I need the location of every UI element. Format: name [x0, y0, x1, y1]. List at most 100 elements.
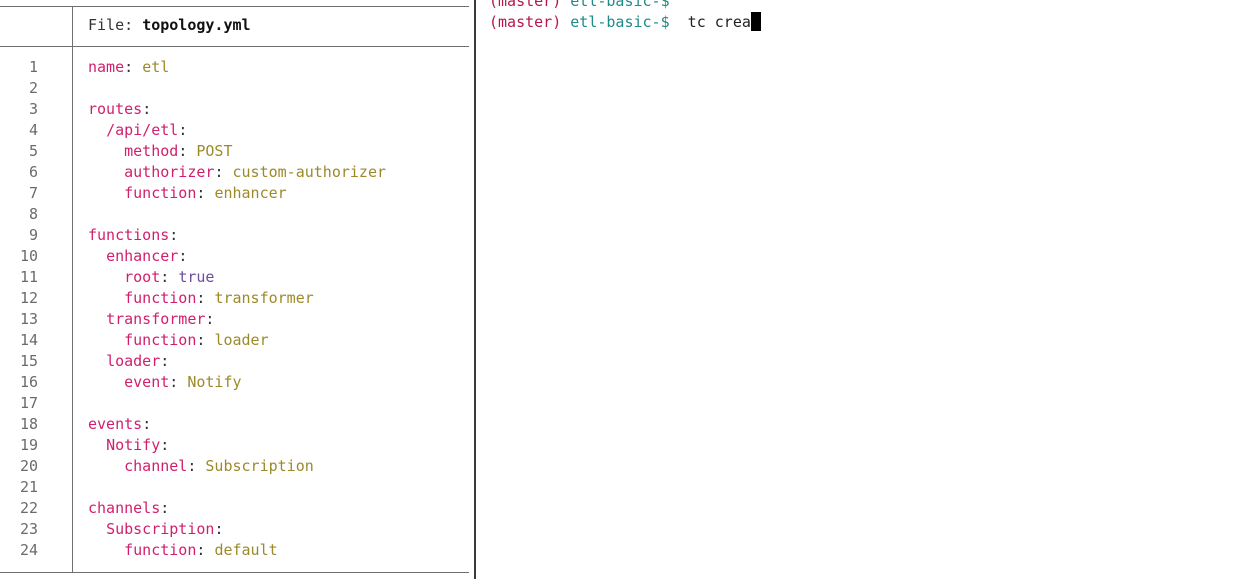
yaml-key: /api/etl — [106, 121, 179, 139]
code-line: Subscription: — [88, 519, 468, 540]
yaml-key: channel — [124, 457, 188, 475]
header-top-rule — [0, 6, 469, 7]
header-bottom-rule — [0, 46, 469, 47]
line-number: 17 — [19, 394, 38, 412]
code-line: /api/etl: — [88, 120, 468, 141]
code-line — [88, 204, 468, 225]
yaml-key: function — [124, 184, 197, 202]
code-line: channels: — [88, 498, 468, 519]
shell-prompt: etl-basic-$ — [570, 0, 670, 10]
code-line: event: Notify — [88, 372, 468, 393]
line-number: 7 — [28, 184, 38, 202]
yaml-colon: : — [169, 373, 179, 391]
code-line: root: true — [88, 267, 468, 288]
yaml-key: event — [124, 373, 170, 391]
code-line: events: — [88, 414, 468, 435]
line-number: 11 — [19, 268, 38, 286]
yaml-colon: : — [160, 436, 170, 454]
code-line: transformer: — [88, 309, 468, 330]
yaml-value: true — [178, 268, 215, 286]
code-line: function: enhancer — [88, 183, 468, 204]
yaml-key: method — [124, 142, 179, 160]
yaml-key: name — [88, 58, 125, 76]
yaml-value: Notify — [187, 373, 242, 391]
line-number: 5 — [28, 142, 38, 160]
yaml-value: POST — [196, 142, 233, 160]
yaml-key: Notify — [106, 436, 161, 454]
pane-divider[interactable] — [474, 0, 476, 579]
line-number: 15 — [19, 352, 38, 370]
shell-prompt: etl-basic-$ — [570, 13, 670, 31]
file-name: topology.yml — [142, 16, 251, 34]
yaml-key: transformer — [106, 310, 206, 328]
yaml-key: function — [124, 331, 197, 349]
gutter-divider — [72, 6, 73, 572]
line-number: 18 — [19, 415, 38, 433]
terminal-command: tc crea — [678, 13, 751, 31]
line-number: 10 — [19, 247, 38, 265]
code-line: channel: Subscription — [88, 456, 468, 477]
line-number: 22 — [19, 499, 38, 517]
yaml-colon: : — [214, 520, 224, 538]
code-line: Notify: — [88, 435, 468, 456]
yaml-key: functions — [88, 226, 170, 244]
terminal-cursor[interactable] — [750, 12, 761, 31]
yaml-colon: : — [196, 289, 206, 307]
yaml-key: Subscription — [106, 520, 215, 538]
line-number: 9 — [28, 226, 38, 244]
code-line: routes: — [88, 99, 468, 120]
yaml-colon: : — [178, 121, 188, 139]
yaml-key: loader — [106, 352, 161, 370]
yaml-colon: : — [160, 352, 170, 370]
terminal-line: (master) etl-basic-$ — [489, 0, 670, 12]
yaml-key: routes — [88, 100, 143, 118]
line-number: 4 — [28, 121, 38, 139]
footer-rule — [0, 572, 469, 573]
yaml-value: custom-authorizer — [232, 163, 387, 181]
yaml-key: authorizer — [124, 163, 215, 181]
yaml-colon: : — [196, 541, 206, 559]
terminal-pane[interactable]: (master) etl-basic-$(master) etl-basic-$… — [476, 0, 1237, 579]
code-line: loader: — [88, 351, 468, 372]
line-number: 19 — [19, 436, 38, 454]
yaml-colon: : — [169, 226, 179, 244]
code-line: functions: — [88, 225, 468, 246]
yaml-colon: : — [214, 163, 224, 181]
yaml-key: events — [88, 415, 143, 433]
line-number: 8 — [28, 205, 38, 223]
yaml-value: transformer — [214, 289, 314, 307]
yaml-colon: : — [160, 499, 170, 517]
yaml-colon: : — [160, 268, 170, 286]
line-number: 16 — [19, 373, 38, 391]
code-line: authorizer: custom-authorizer — [88, 162, 468, 183]
code-line: name: etl — [88, 57, 468, 78]
line-number: 6 — [28, 163, 38, 181]
yaml-colon: : — [142, 100, 152, 118]
yaml-value: etl — [142, 58, 170, 76]
yaml-colon: : — [142, 415, 152, 433]
code-line: function: transformer — [88, 288, 468, 309]
yaml-colon: : — [187, 457, 197, 475]
git-branch: (master) — [489, 13, 562, 31]
terminal-line: (master) etl-basic-$ tc crea — [489, 12, 761, 33]
git-branch: (master) — [489, 0, 562, 10]
file-header-label: File: — [88, 16, 134, 34]
yaml-value: enhancer — [214, 184, 287, 202]
line-number: 3 — [28, 100, 38, 118]
yaml-colon: : — [196, 184, 206, 202]
line-number: 21 — [19, 478, 38, 496]
code-line — [88, 78, 468, 99]
yaml-colon: : — [196, 331, 206, 349]
line-number: 2 — [28, 79, 38, 97]
yaml-key: function — [124, 289, 197, 307]
code-line: function: loader — [88, 330, 468, 351]
line-number: 20 — [19, 457, 38, 475]
code-line — [88, 393, 468, 414]
line-number: 13 — [19, 310, 38, 328]
line-number: 1 — [28, 58, 38, 76]
file-header: File: topology.yml — [88, 15, 251, 36]
yaml-key: function — [124, 541, 197, 559]
